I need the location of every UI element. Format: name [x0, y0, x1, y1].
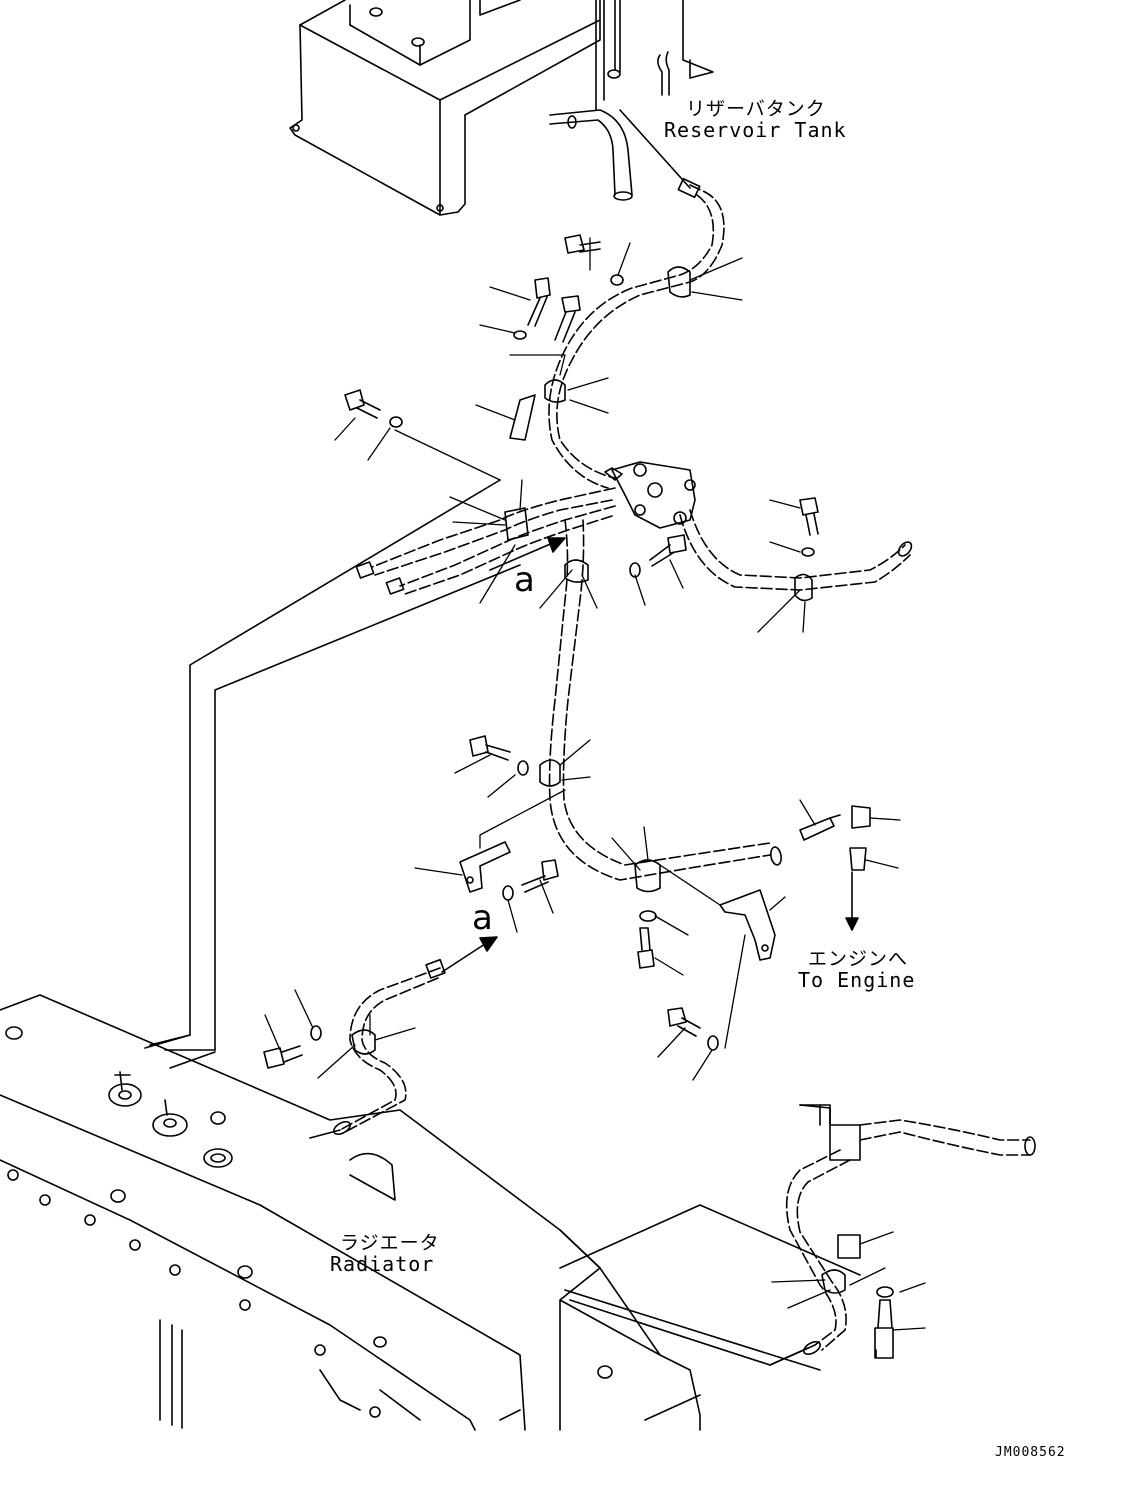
hose-vertical [550, 520, 783, 880]
leader-lines [265, 238, 925, 1330]
reference-mark-lower: a [472, 898, 494, 938]
hoses-left-pair [150, 480, 615, 1050]
reservoir-label-jp: リザーバタンク [686, 98, 826, 120]
reservoir-tank [290, 0, 713, 215]
engine-label-jp: エンジンへ [808, 948, 909, 970]
engine-label-en: To Engine [798, 968, 916, 992]
hose-end-line [770, 1348, 808, 1365]
bolts [264, 235, 893, 1358]
document-id: JM008562 [995, 1445, 1066, 1460]
hose-from-tank [549, 110, 724, 488]
junction-block [605, 462, 695, 528]
hose-right [680, 510, 914, 590]
radiator-label-en: Radiator [330, 1252, 435, 1276]
hose-lower-left [332, 960, 445, 1137]
radiator-label-jp: ラジエータ [340, 1232, 440, 1254]
hose-lower-right [787, 1105, 1035, 1357]
clamps [352, 267, 845, 1293]
radiator [0, 995, 860, 1430]
brackets [460, 842, 830, 1125]
reservoir-label-en: Reservoir Tank [664, 118, 847, 142]
arrows [442, 538, 858, 972]
reference-mark-upper: a [514, 560, 536, 600]
